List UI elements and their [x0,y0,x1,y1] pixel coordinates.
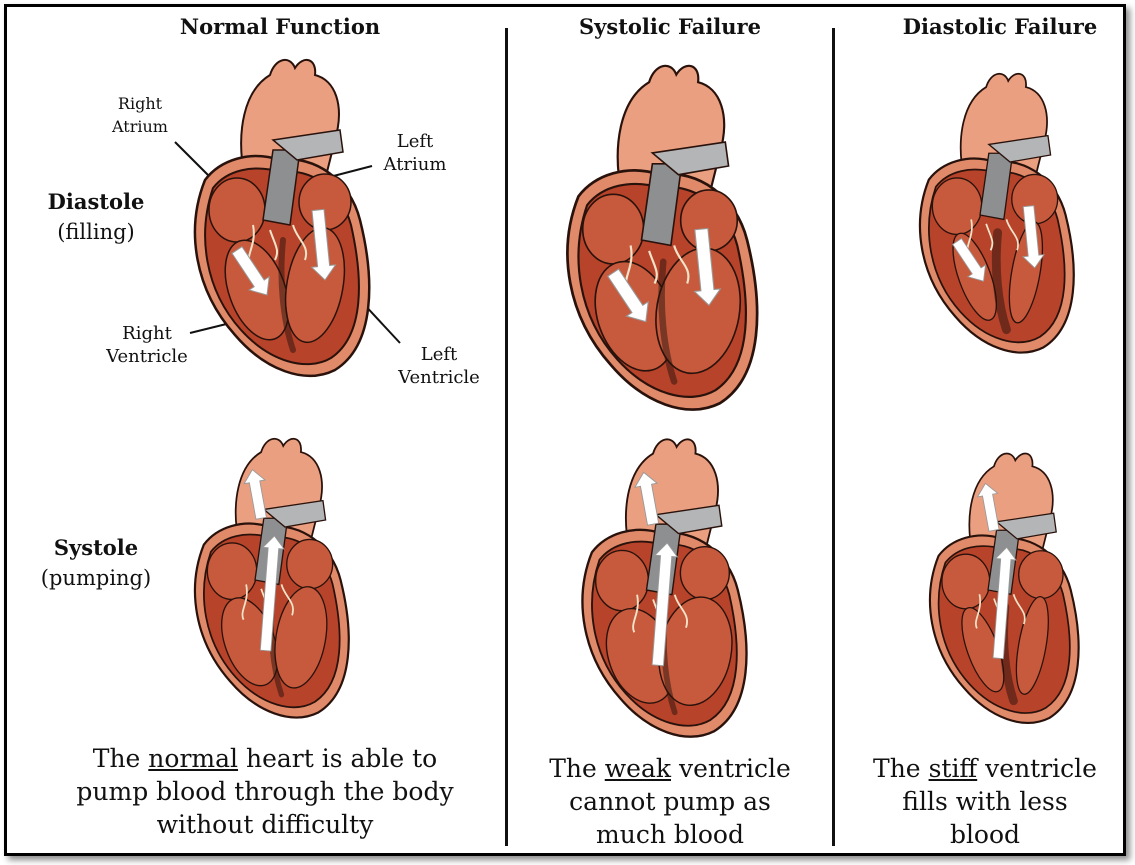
caption-systolic-post: ventricle [671,754,791,783]
caption-diastolic-line3: blood [845,818,1125,851]
right-atrium-chamber [583,194,644,264]
right-atrium-chamber [209,178,265,242]
left-atrium-chamber [680,547,729,600]
heart-normal-systole [165,430,375,730]
heart-systolic-diastole [545,55,775,425]
caption-normal: The normal heart is able to pump blood t… [40,742,490,841]
caption-systolic-line2: cannot pump as [520,785,820,818]
heart-normal-diastole [175,50,385,390]
caption-systolic: The weak ventricle cannot pump as much b… [520,752,820,851]
caption-normal-line3: without difficulty [40,808,490,841]
heart-diastolic-diastole [895,65,1095,365]
caption-normal-line1: The normal heart is able to [40,742,490,775]
right-atrium-chamber [942,554,990,609]
caption-systolic-pre: The [549,754,605,783]
right-atrium-chamber [932,178,981,234]
caption-systolic-line3: much blood [520,818,820,851]
caption-diastolic-line1: The stiff ventricle [845,752,1125,785]
caption-normal-keyword: normal [148,744,238,773]
heart-diastolic-systole [905,445,1100,735]
heart-systolic-systole [555,430,770,750]
caption-diastolic: The stiff ventricle fills with less bloo… [845,752,1125,851]
left-atrium-chamber [1019,551,1063,599]
caption-normal-post: heart is able to [238,744,437,773]
caption-diastolic-post: ventricle [977,754,1097,783]
caption-diastolic-pre: The [873,754,929,783]
left-atrium-chamber [287,539,333,588]
right-atrium-chamber [596,550,649,610]
caption-diastolic-keyword: stiff [929,754,978,783]
caption-systolic-keyword: weak [605,754,671,783]
caption-normal-pre: The [93,744,149,773]
caption-systolic-line1: The weak ventricle [520,752,820,785]
right-atrium-chamber [207,543,256,599]
caption-diastolic-line2: fills with less [845,785,1125,818]
caption-normal-line2: pump blood through the body [40,775,490,808]
